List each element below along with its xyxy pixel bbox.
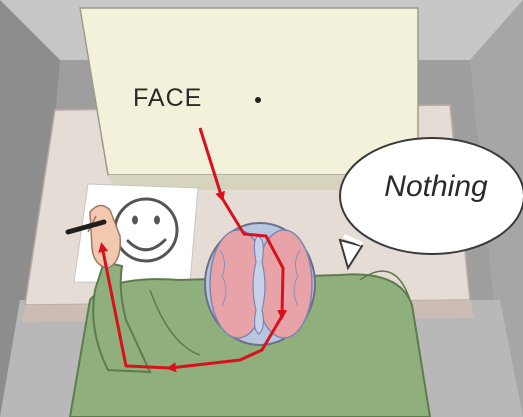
corpus-callosum xyxy=(253,236,265,334)
speech-bubble-text: Nothing xyxy=(362,170,510,204)
fixation-point xyxy=(255,97,261,103)
display-screen xyxy=(80,8,418,175)
brain-cross-section xyxy=(205,223,315,345)
screen-word: FACE xyxy=(133,84,202,113)
